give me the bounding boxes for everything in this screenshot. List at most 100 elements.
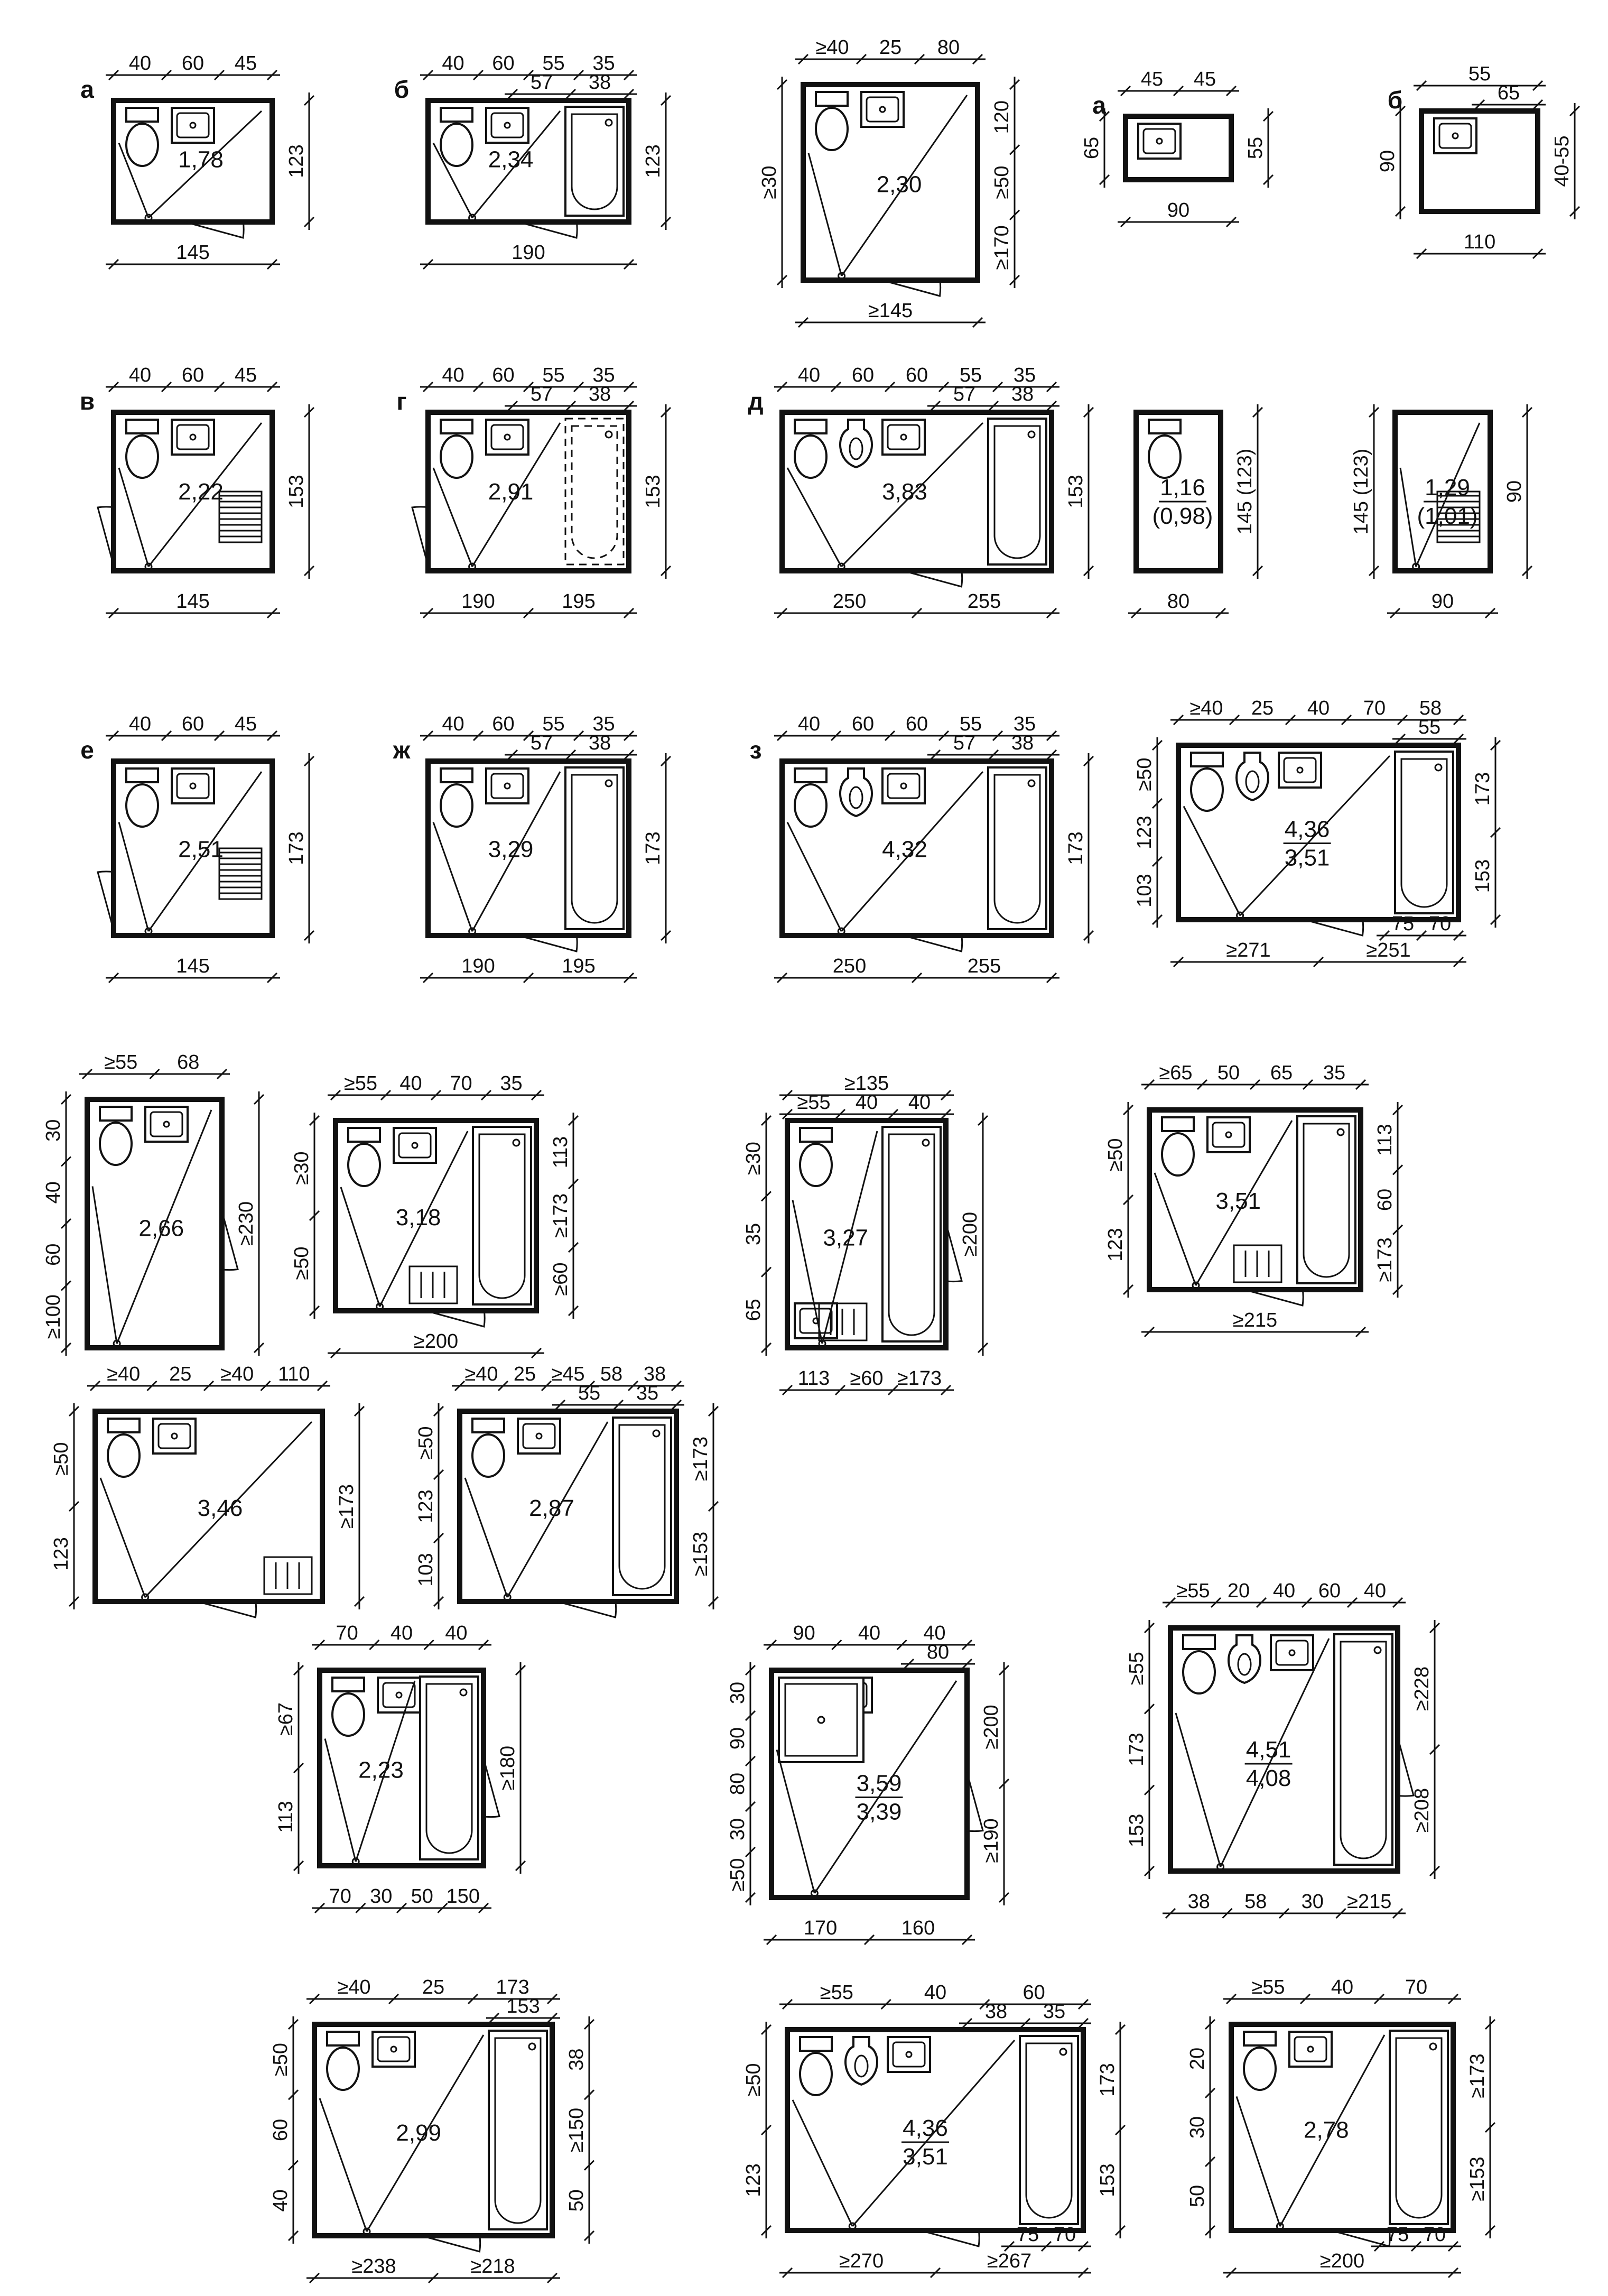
bathtub-drain (605, 430, 613, 439)
dim-tick (60, 1094, 72, 1105)
dim-tick (1083, 565, 1094, 577)
dim-left-label: ≥30 (758, 165, 780, 199)
dim-left-label: 40 (42, 1181, 64, 1203)
dim-tick (831, 1639, 842, 1651)
dim-tick (1196, 1079, 1208, 1090)
clearance-line (841, 771, 984, 932)
dim-tick (1521, 406, 1533, 418)
dim-left-label: ≥67 (275, 1702, 297, 1736)
toilet-bowl-icon (125, 783, 159, 828)
dim-bottom-secondary-label: 75 (1387, 2224, 1409, 2246)
dim-tick (782, 1108, 793, 1120)
dim-left-label: 103 (415, 1553, 437, 1586)
dim-top-label: 35 (592, 364, 615, 386)
bidet-inner (849, 437, 863, 460)
dim-right-label: ≥173 (1466, 2053, 1489, 2098)
dim-tick (541, 1380, 552, 1392)
dim-tick (1392, 1908, 1403, 1919)
sink-basin (1275, 1640, 1309, 1666)
toilet-tank (440, 107, 473, 123)
toilet-bowl-icon (1161, 1132, 1195, 1177)
bidet-icon (1228, 1634, 1261, 1684)
dim-top-label: 55 (542, 713, 564, 735)
door-swing-icon (518, 934, 578, 952)
room-walls (1147, 1107, 1363, 1292)
dim-tick (396, 1902, 407, 1914)
dim-bottom-label: ≥200 (414, 1330, 458, 1353)
dim-top-label: ≥55 (820, 1982, 853, 2004)
dim-left-label: ≥50 (1104, 1138, 1127, 1171)
toilet-bowl-icon (1148, 434, 1182, 479)
room-area: 2,66 (138, 1216, 184, 1242)
sink-basin (176, 424, 210, 450)
dim-top-label: 45 (235, 364, 257, 386)
dim-top-label: 60 (182, 52, 204, 75)
dim-tick (1151, 739, 1163, 751)
dim-tick (523, 730, 534, 742)
dim-tick (554, 1399, 566, 1411)
bathtub-basin (993, 774, 1041, 924)
toilet-tank (799, 1127, 833, 1143)
dim-top-label: 40 (798, 364, 820, 386)
dim-top-label: 45 (235, 52, 257, 75)
dim-tick (497, 1380, 509, 1392)
room-walls (1133, 410, 1223, 573)
clearance-line (841, 422, 984, 568)
room-area: 2,30 (877, 172, 922, 198)
toilet-tank (1182, 1634, 1216, 1650)
dim-tick (1532, 248, 1544, 260)
room-walls (1176, 743, 1461, 922)
room-area: 1,16 (1160, 475, 1205, 501)
bathtub-icon (472, 1126, 532, 1306)
toilet-bowl-icon (799, 2052, 833, 2096)
dim-tick (266, 69, 278, 81)
dim-tick (961, 2017, 973, 2029)
dim-top-label: 25 (879, 36, 901, 59)
dim-left-label: 50 (1186, 2185, 1209, 2207)
clearance-line (116, 1109, 212, 1344)
dim-tick (583, 2230, 595, 2242)
dim-left-label: 123 (1133, 816, 1156, 849)
dim-tick (478, 1902, 489, 1914)
dim-top-label: 60 (182, 364, 204, 386)
dim-tick (89, 1380, 101, 1392)
dim-top-label: ≥40 (815, 36, 849, 59)
dim-top-label: 35 (592, 713, 615, 735)
dim-bottom-label: ≥60 (850, 1367, 883, 1390)
clearance-line (379, 1131, 469, 1307)
clearance-line (118, 142, 150, 218)
dim-tick (911, 607, 923, 619)
dim-tick (1373, 1993, 1385, 2005)
sink-drain (535, 1432, 543, 1440)
dim-bottom-label: 50 (411, 1885, 433, 1908)
dim-left-label: ≥50 (269, 2043, 292, 2076)
clearance-line (91, 1186, 118, 1344)
dim-tick (472, 730, 484, 742)
dim-tick (515, 1664, 526, 1676)
sink-drain (189, 122, 197, 129)
dim-tick (797, 317, 809, 328)
dim-bottom-secondary-label: 70 (1054, 2224, 1076, 2246)
toilet-tank (794, 767, 828, 783)
dim-tick (108, 381, 119, 393)
dim-top-secondary-label: 57 (531, 383, 553, 405)
dim-tick (433, 1405, 444, 1417)
dim-left-label: 65 (1081, 137, 1103, 159)
dim-tick (68, 1501, 80, 1512)
room-area: 4,51 (1246, 1737, 1291, 1763)
clearance-node (113, 1339, 121, 1348)
dim-top-secondary-label: ≥55 (797, 1091, 830, 1114)
dim-bottom-label: 150 (447, 1885, 480, 1908)
dim-right-label: ≥200 (959, 1212, 981, 1256)
bathtub-basin (1340, 1641, 1387, 1859)
dim-tick (1392, 1597, 1403, 1608)
dim-top-label: 40 (129, 713, 151, 735)
dim-tick (1122, 1194, 1134, 1206)
clearance-node (1216, 1863, 1225, 1871)
